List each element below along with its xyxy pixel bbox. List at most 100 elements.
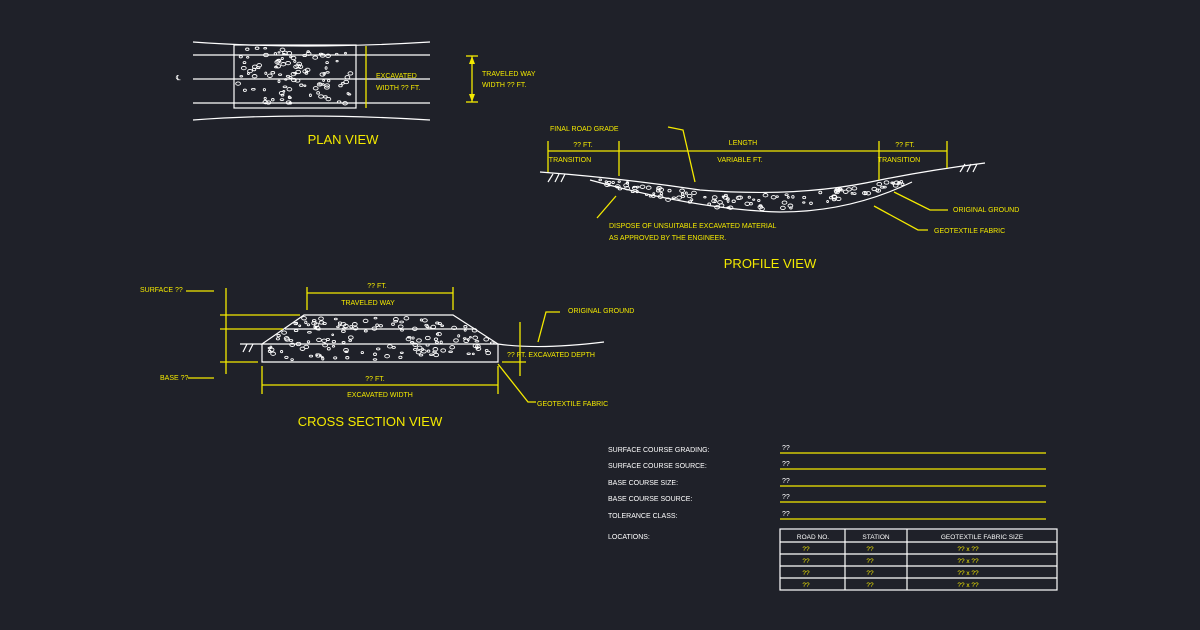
profile-view: FINAL ROAD GRADE ?? FT. TRANSITION LENGT… <box>539 126 1019 271</box>
gravel-stone <box>657 194 664 199</box>
gravel-stone <box>846 187 852 192</box>
gravel-stone <box>489 341 495 345</box>
spec-value: ?? <box>782 445 790 452</box>
xs-geotextile-label: GEOTEXTILE FABRIC <box>537 401 608 408</box>
gravel-stone <box>279 98 285 101</box>
gravel-stone <box>607 183 611 187</box>
gravel-stone <box>343 79 350 85</box>
table-border <box>779 528 1058 591</box>
original-ground-leader <box>893 191 948 211</box>
table-cell: ?? x ?? <box>957 570 979 577</box>
gravel-stone <box>757 199 761 202</box>
gravel-stone <box>306 340 311 344</box>
gravel-stone <box>687 200 693 204</box>
variable-ft-label: VARIABLE FT. <box>717 157 762 164</box>
gravel-stone <box>691 190 697 196</box>
gravel-stone <box>703 196 707 199</box>
table-header: GEOTEXTILE FABRIC SIZE <box>941 534 1024 541</box>
gravel-stone <box>835 196 842 202</box>
gravel-stone <box>278 90 285 96</box>
gravel-stone <box>475 346 482 351</box>
gravel-stone <box>372 358 378 361</box>
gravel-stone <box>267 349 272 353</box>
gravel-stone <box>275 337 280 341</box>
gravel-stone <box>626 182 629 185</box>
gravel-stone <box>304 67 311 73</box>
gravel-stone <box>391 322 395 326</box>
gravel-stone <box>744 201 751 206</box>
gravel-stone <box>287 95 291 99</box>
gravel-stone <box>293 329 299 333</box>
gravel-stone <box>409 341 415 344</box>
gravel-stone <box>425 325 430 329</box>
gravel-stone <box>471 352 475 356</box>
gravel-stone <box>325 61 329 65</box>
centerline-symbol: ℄ <box>175 75 181 82</box>
geotextile-leader <box>873 205 928 231</box>
gravel-stone <box>876 181 883 187</box>
gravel-stone <box>457 334 461 338</box>
gravel-stone <box>399 320 404 324</box>
gravel-stone <box>721 195 725 198</box>
gravel-stone <box>899 180 904 184</box>
gravel-stone <box>341 341 346 344</box>
gravel-stone <box>639 184 646 189</box>
gravel-stone <box>286 87 293 92</box>
xs-excavated-width-label: EXCAVATED WIDTH <box>347 392 413 399</box>
gravel-stone <box>436 331 442 337</box>
gravel-stone <box>285 60 291 66</box>
gravel-stone <box>802 201 806 204</box>
gravel-stone <box>731 199 736 204</box>
gravel-stone <box>286 50 293 56</box>
spec-value: ?? <box>782 461 790 468</box>
gravel-stone <box>343 323 349 329</box>
gravel-stone <box>325 337 330 342</box>
locations-table: ROAD NO. STATION GEOTEXTILE FABRIC SIZE … <box>779 528 1058 591</box>
gravel-stone <box>289 342 296 347</box>
gravel-stone <box>251 64 258 69</box>
profile-geotextile-label: GEOTEXTILE FABRIC <box>934 228 1005 235</box>
gravel-stone <box>747 195 751 199</box>
gravel-stone <box>416 345 423 350</box>
gravel-stone <box>780 205 786 211</box>
gravel-stone <box>321 83 325 86</box>
gravel-stone <box>277 51 281 54</box>
ground-hatch <box>959 163 978 173</box>
gravel-stone <box>630 190 635 194</box>
gravel-stone <box>770 195 777 200</box>
gravel-stone <box>852 192 857 195</box>
gravel-stone <box>274 65 278 69</box>
table-cell: ?? <box>802 546 810 553</box>
gravel-stone <box>288 101 293 105</box>
gravel-stone <box>449 345 456 350</box>
gravel-stone <box>451 325 457 331</box>
spec-row: BASE COURSE SOURCE: ?? <box>608 494 1046 503</box>
gravel-stone <box>842 189 849 194</box>
gravel-stone <box>598 178 602 182</box>
xs-geotextile-leader <box>497 363 536 403</box>
gravel-stone <box>399 351 404 354</box>
gravel-stone <box>429 353 434 356</box>
gravel-stone <box>282 50 288 56</box>
gravel-stone <box>786 196 790 199</box>
gravel-stone <box>331 344 336 348</box>
gravel-stone <box>318 316 324 321</box>
gravel-stone <box>472 335 479 340</box>
gravel-stone <box>315 353 319 357</box>
gravel-stone <box>775 195 779 198</box>
table-cell: ?? x ?? <box>957 546 979 553</box>
gravel-stone <box>375 323 379 327</box>
gravel-stone <box>416 338 422 343</box>
table-cell: ?? <box>866 546 874 553</box>
gravel-stone <box>840 188 844 192</box>
gravel-stone <box>246 55 250 59</box>
spec-row: SURFACE COURSE SOURCE: ?? <box>608 461 1046 470</box>
gravel-stone <box>432 347 439 352</box>
gravel-stone <box>393 319 399 323</box>
gravel-stone <box>308 93 312 98</box>
plan-traveled-label-2: WIDTH ?? FT. <box>482 82 526 89</box>
xs-original-ground-label: ORIGINAL GROUND <box>568 308 634 315</box>
gravel-stone <box>483 337 490 342</box>
gravel-stone <box>319 72 326 77</box>
